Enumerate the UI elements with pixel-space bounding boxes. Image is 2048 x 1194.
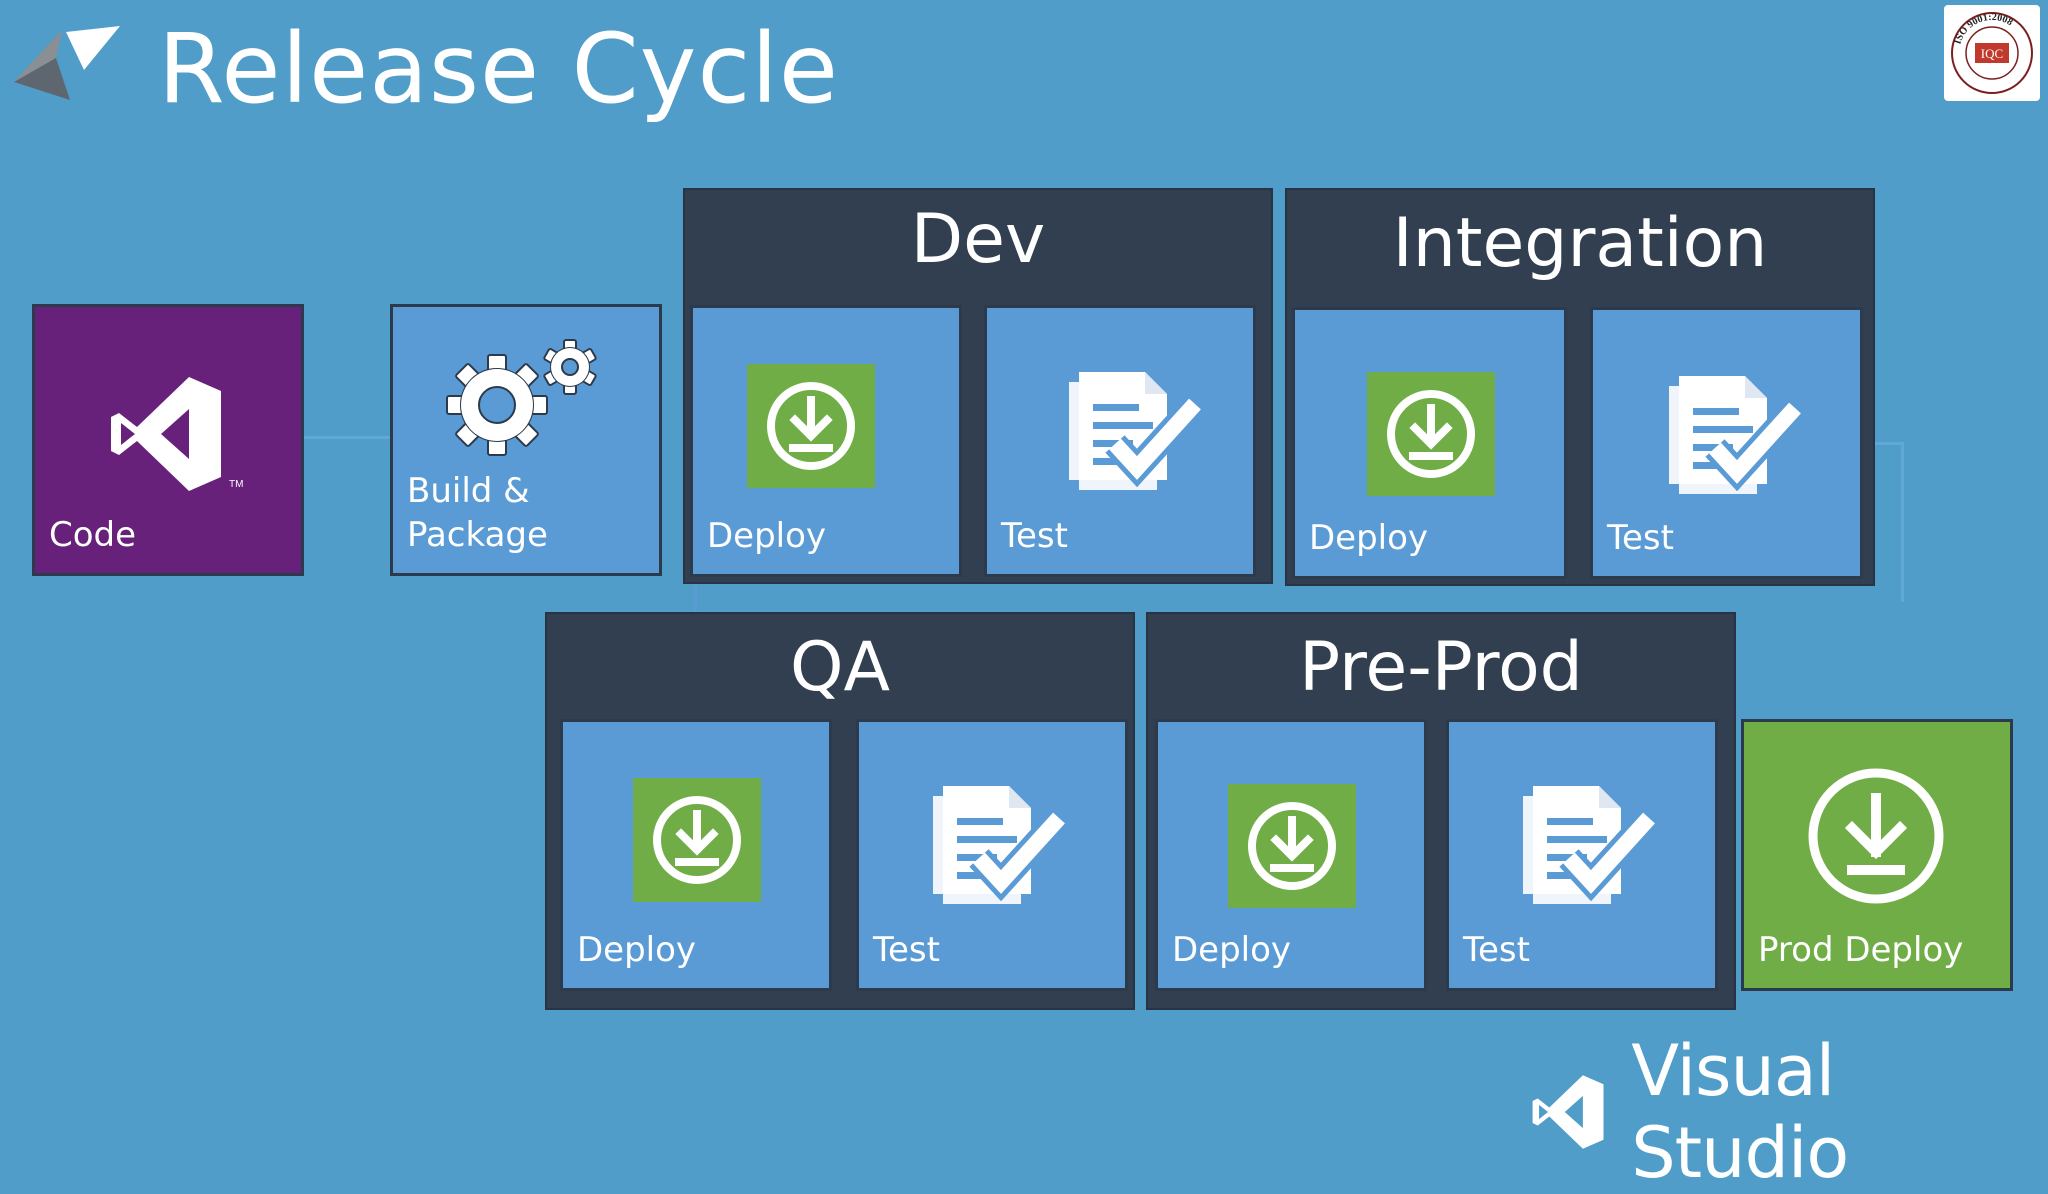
integration-deploy-tile[interactable]: Deploy: [1292, 307, 1567, 579]
deploy-label: Deploy: [1309, 517, 1429, 558]
stage-title: Dev: [910, 200, 1046, 279]
integration-test-tile[interactable]: Test: [1590, 307, 1863, 579]
code-tile[interactable]: TM Code: [32, 304, 304, 576]
gears-icon: [446, 339, 597, 456]
preprod-test-tile[interactable]: Test: [1446, 719, 1718, 991]
checklist-icon: [1069, 372, 1205, 490]
iso-seal-icon: IQC ISO 9001:2008: [1951, 12, 2033, 94]
visual-studio-brand: Visual Studio: [1530, 1030, 2048, 1194]
build-label-line1: Build &: [407, 470, 530, 511]
test-label: Test: [1463, 929, 1530, 970]
test-label: Test: [1607, 517, 1674, 558]
iso-badge: IQC ISO 9001:2008: [1944, 5, 2040, 101]
code-label: Code: [49, 514, 137, 555]
deploy-icon: [1367, 372, 1495, 496]
stage-title: Pre-Prod: [1299, 628, 1583, 707]
dev-test-tile[interactable]: Test: [984, 305, 1256, 577]
preprod-deploy-tile[interactable]: Deploy: [1155, 719, 1427, 991]
stage-title: QA: [789, 628, 891, 707]
visual-studio-icon: [111, 377, 221, 491]
connector-integration-right: [1862, 442, 1904, 445]
dev-deploy-tile[interactable]: Deploy: [690, 305, 962, 577]
tm-mark: TM: [229, 479, 244, 490]
test-label: Test: [873, 929, 940, 970]
test-label: Test: [1001, 515, 1068, 556]
prod-deploy-label: Prod Deploy: [1758, 929, 1964, 970]
deploy-label: Deploy: [1172, 929, 1292, 970]
visual-studio-logo-icon: [1532, 1075, 1604, 1149]
checklist-icon: [1669, 376, 1805, 494]
deploy-icon: [747, 364, 875, 488]
checklist-icon: [933, 786, 1069, 904]
build-package-label: Build & Package: [407, 469, 548, 557]
qa-test-tile[interactable]: Test: [856, 719, 1128, 991]
brand-text: Visual Studio: [1631, 1030, 1849, 1194]
build-label-line2: Package: [407, 514, 548, 555]
slide-title: Release Cycle: [158, 13, 839, 125]
connector-integration-down: [1901, 442, 1904, 602]
build-package-tile[interactable]: Build & Package: [390, 304, 662, 576]
qa-deploy-tile[interactable]: Deploy: [560, 719, 832, 991]
deploy-icon: [1228, 784, 1356, 908]
prod-deploy-tile[interactable]: Prod Deploy: [1741, 719, 2013, 991]
connector-code-build: [302, 436, 392, 439]
download-circle-icon: [1808, 768, 1944, 904]
arrow-logo-icon: [14, 26, 120, 100]
deploy-label: Deploy: [577, 929, 697, 970]
checklist-icon: [1523, 786, 1659, 904]
svg-text:IQC: IQC: [1981, 46, 2003, 61]
stage-title: Integration: [1392, 204, 1768, 283]
deploy-icon: [633, 778, 761, 902]
deploy-label: Deploy: [707, 515, 827, 556]
